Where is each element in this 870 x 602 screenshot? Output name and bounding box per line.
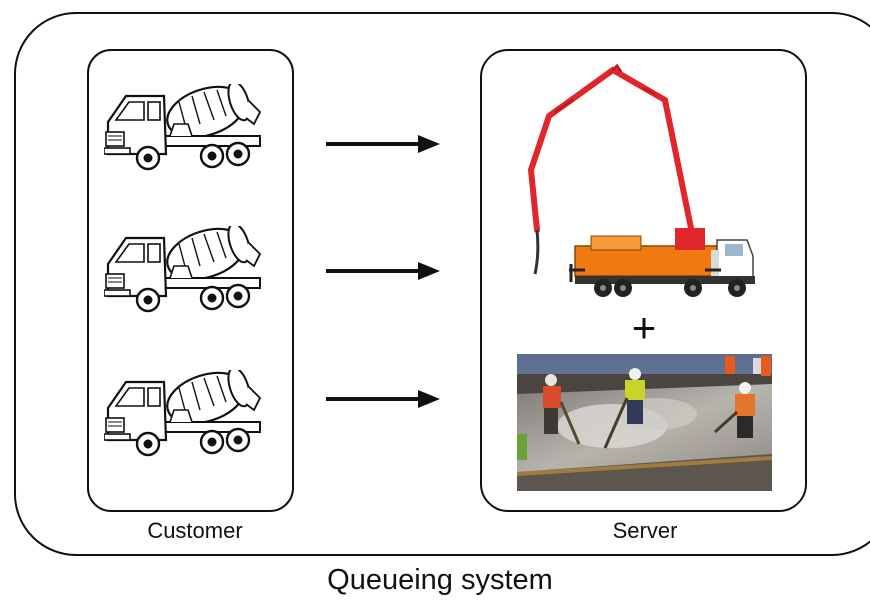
customer-box	[87, 49, 294, 512]
queueing-system-label: Queueing system	[327, 564, 553, 596]
server-label: Server	[612, 518, 678, 543]
plus-sign: +	[631, 304, 657, 351]
mixer-truck-icon-3	[104, 370, 262, 457]
queueing-system-boundary	[14, 12, 870, 556]
customer-label: Customer	[147, 518, 243, 543]
arrow-icon-3	[326, 390, 440, 408]
workers-placing-concrete-photo	[517, 354, 772, 491]
mixer-truck-icon-1	[104, 84, 262, 171]
concrete-pump-truck-icon	[527, 63, 755, 297]
server-box	[480, 49, 807, 512]
mixer-truck-icon-2	[104, 226, 262, 313]
arrow-icon-1	[326, 135, 440, 153]
arrow-icon-2	[326, 262, 440, 280]
